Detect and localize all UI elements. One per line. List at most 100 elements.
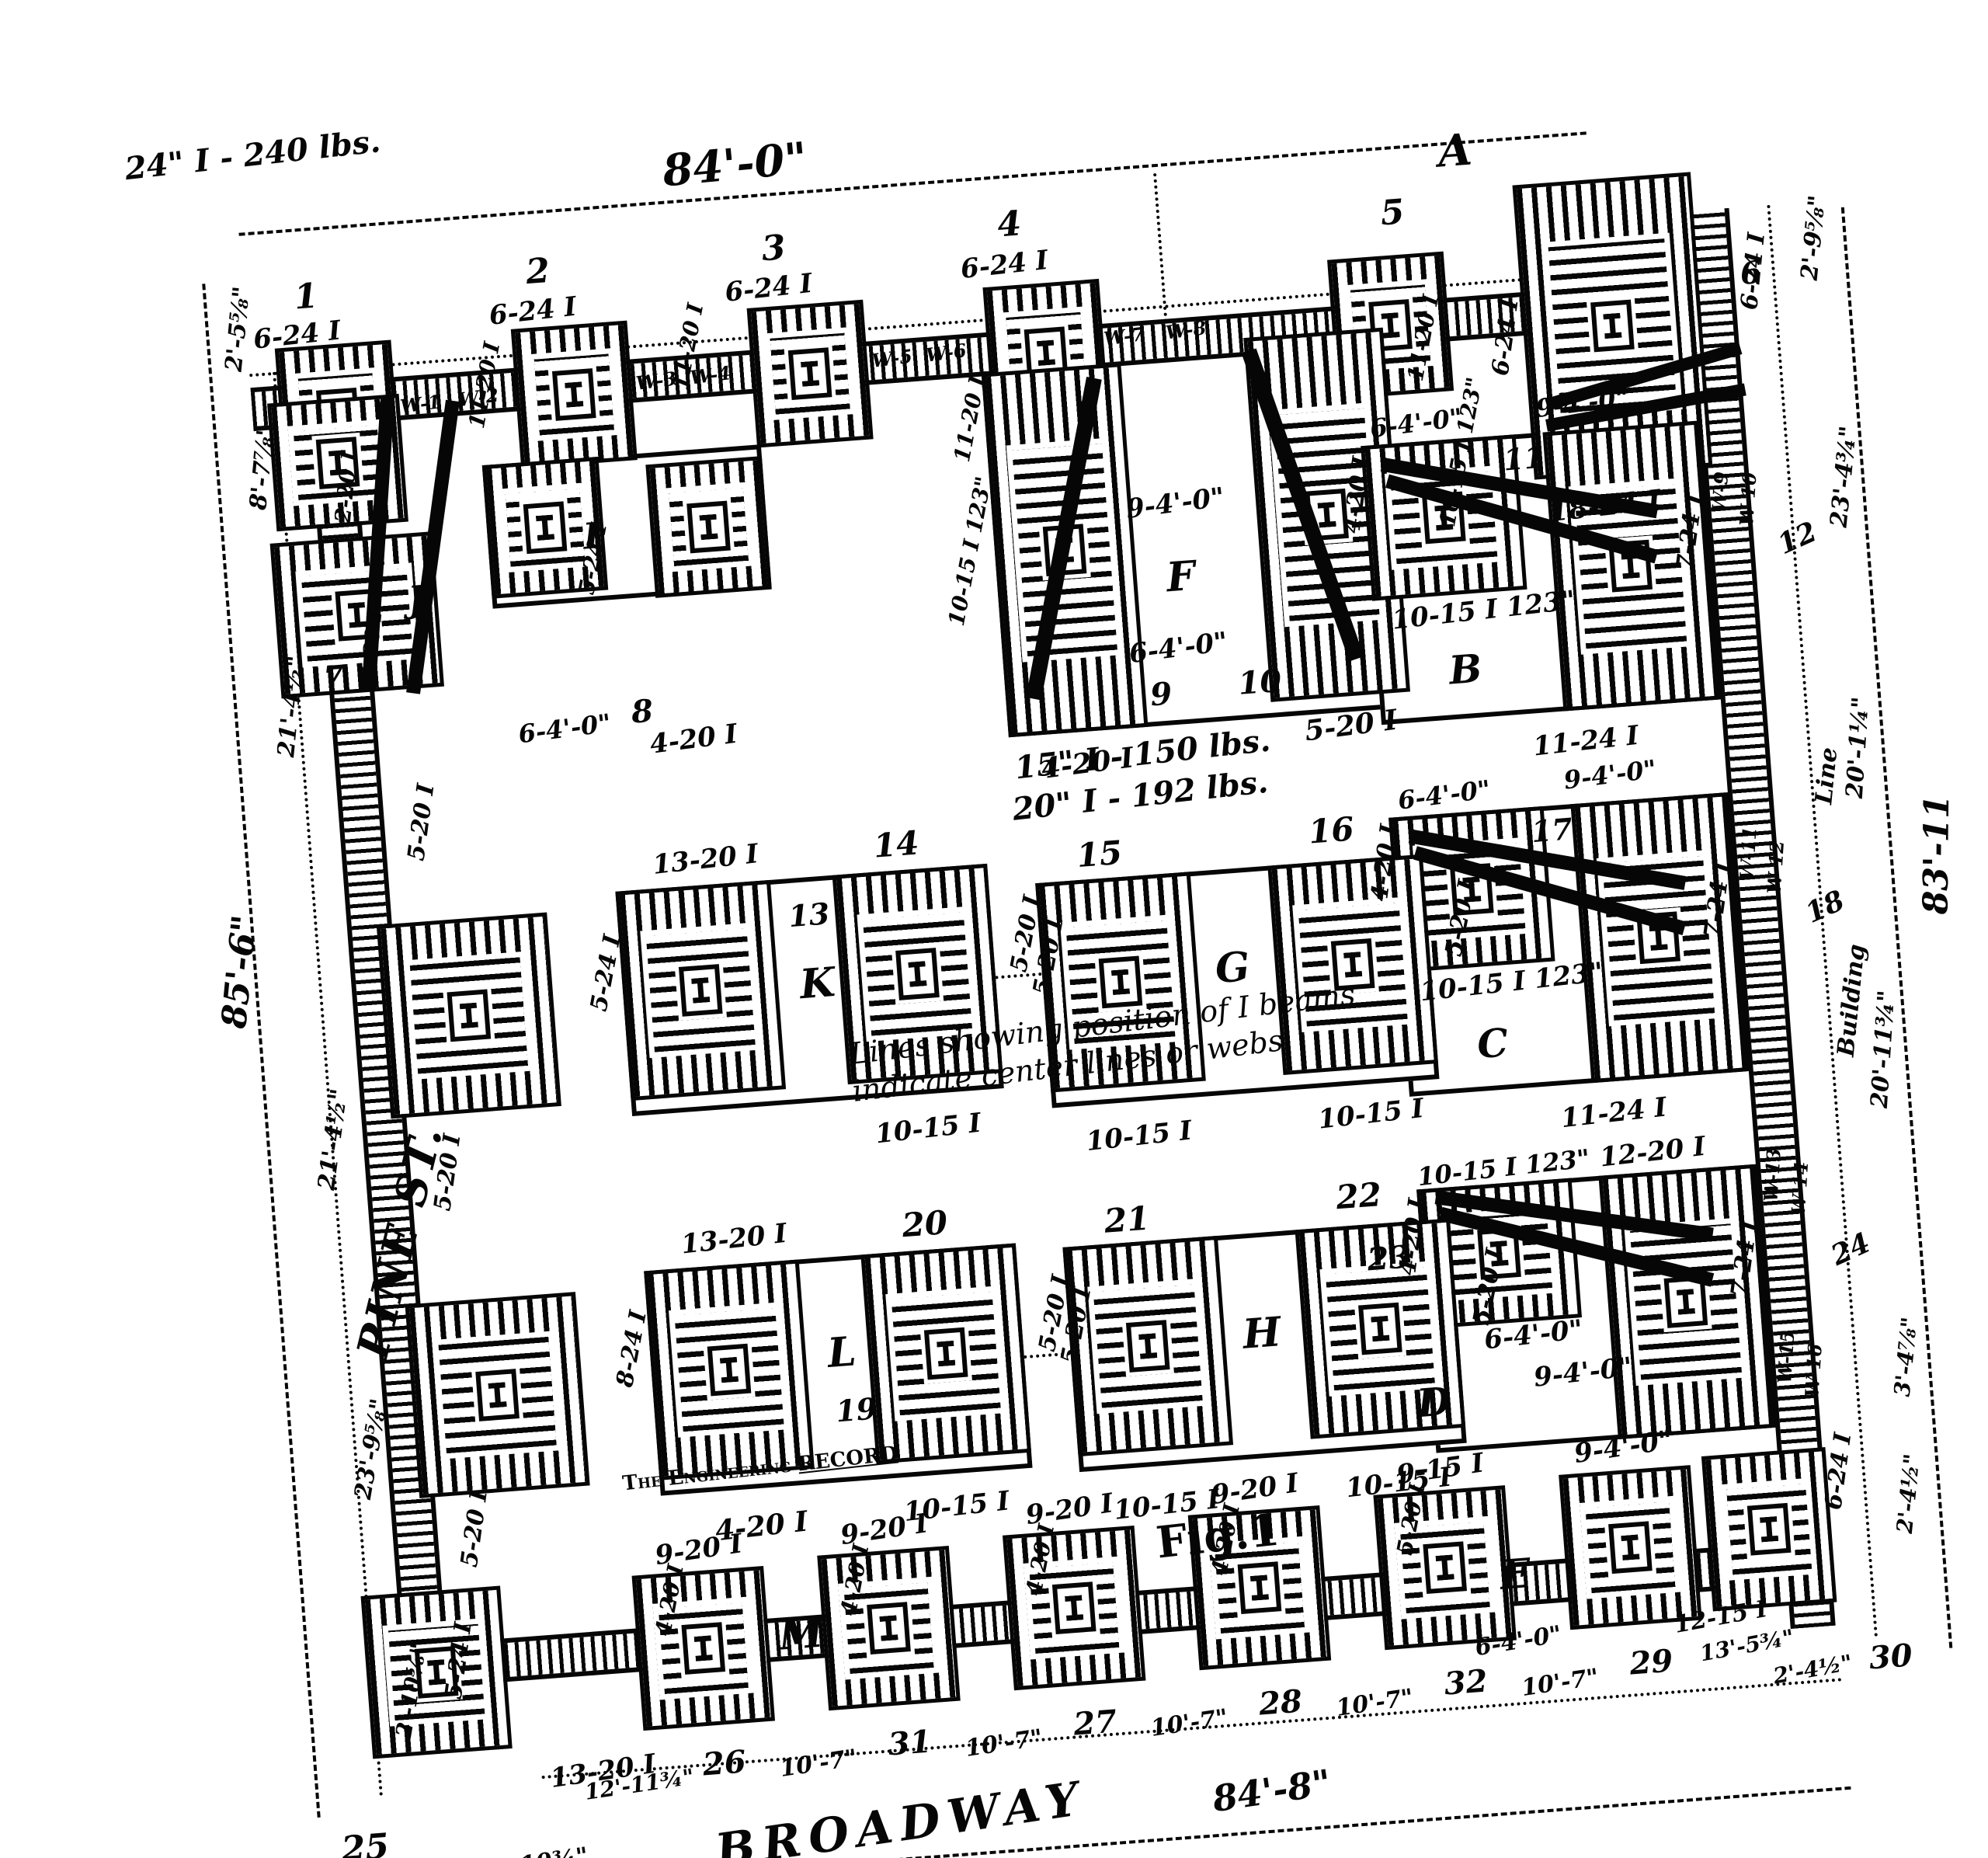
ibeam-section-icon xyxy=(565,381,583,408)
grillage-pad xyxy=(1062,1235,1234,1457)
ibeam-section-icon xyxy=(1037,340,1055,367)
beam-weight-row-24: 24" I - 240 lbs. xyxy=(123,123,383,188)
plan-label: 11-24 I xyxy=(1531,719,1641,763)
plan-label: 22 xyxy=(1334,1175,1383,1217)
grillage-pad xyxy=(1373,1485,1517,1651)
ibeam-section-icon xyxy=(801,360,819,387)
plan-label: 2'-10¾" xyxy=(485,1842,590,1858)
ibeam-section-icon xyxy=(699,514,718,541)
column-base xyxy=(523,501,568,555)
column-base xyxy=(707,1343,752,1397)
plan-label: 5-24 I xyxy=(585,932,627,1014)
plan-label: 25 xyxy=(339,1826,391,1858)
plan-label: 6-24 I xyxy=(1736,231,1771,311)
plan-label: 16 xyxy=(1307,809,1356,851)
plan-label: D xyxy=(1415,1378,1453,1427)
plan-label: W-15 xyxy=(1773,1329,1799,1385)
plan-label: 6-24 I xyxy=(1819,1431,1858,1512)
plan-label: 18 xyxy=(1800,883,1850,930)
plan-label: 10-15 I xyxy=(874,1107,983,1150)
plan-label: 13-20 I xyxy=(679,1217,789,1261)
plan-label: 83'-11 xyxy=(1916,794,1958,915)
column-base xyxy=(447,989,492,1042)
plan-label: Line xyxy=(1810,746,1844,806)
ibeam-section-icon xyxy=(1343,952,1362,978)
plan-label: 27 xyxy=(1072,1703,1118,1743)
plan-label: 12 xyxy=(1772,515,1822,562)
plan-label: 10'-7" xyxy=(1334,1683,1416,1722)
grillage-pad xyxy=(1002,1526,1146,1691)
column-base xyxy=(1098,955,1143,1009)
plan-label: 3 xyxy=(760,228,787,270)
grillage-pad xyxy=(644,1259,815,1480)
ibeam-section-icon xyxy=(1138,1333,1157,1359)
column-base xyxy=(1423,1541,1468,1595)
plan-label: 10-15 I xyxy=(1316,1092,1426,1136)
pad-cross-layer xyxy=(891,1291,1001,1416)
pad-cross-layer xyxy=(1326,1266,1435,1391)
plan-label: 29 xyxy=(1628,1642,1674,1682)
plan-label: 10'-7" xyxy=(778,1744,860,1783)
plan-label: 8 xyxy=(630,692,655,731)
plan-label: 20'-1¼" xyxy=(1840,695,1875,799)
column-base xyxy=(867,1602,911,1654)
figure-caption: Fig.1 xyxy=(1153,1504,1282,1569)
plan-label: 14 xyxy=(872,823,921,865)
plan-label: 10'-7" xyxy=(1149,1703,1230,1742)
plan-label: W-10 xyxy=(1735,471,1761,527)
plan-label: J xyxy=(406,577,427,621)
plan-label: C xyxy=(1475,1019,1510,1068)
ibeam-section-icon xyxy=(488,1382,506,1408)
plan-label: 5-20 I xyxy=(455,1488,493,1569)
plan-label: 31 xyxy=(886,1723,933,1763)
grillage-pad xyxy=(1267,854,1438,1076)
plan-label: W-5 xyxy=(870,344,914,373)
plan-label: K xyxy=(798,959,837,1009)
plan-label: 2'-4½" xyxy=(1891,1452,1925,1535)
plan-label: 11-24 I xyxy=(1559,1091,1669,1135)
plan-label: 21 xyxy=(1103,1199,1152,1240)
plan-label: 10-15 I 123" xyxy=(943,474,997,628)
plan-label: G xyxy=(1213,942,1252,993)
grillage-pad xyxy=(817,1546,961,1711)
ibeam-section-icon xyxy=(1317,502,1336,528)
plan-label: 21'-4½" xyxy=(312,1087,354,1192)
plan-label: 20'-11¾" xyxy=(1865,989,1901,1109)
plan-label: 6-4'-0" xyxy=(516,708,613,750)
plan-label: W-9 xyxy=(1707,471,1733,513)
plan-label: 4-20 I xyxy=(648,718,739,760)
column-base xyxy=(686,500,731,554)
column-base xyxy=(1590,299,1635,353)
plan-label: 1 xyxy=(293,276,320,318)
plan-label: 9 xyxy=(1149,675,1173,714)
grillage-pad xyxy=(860,1243,1032,1464)
column-base xyxy=(1125,1320,1170,1373)
ibeam-section-icon xyxy=(1621,1534,1639,1561)
plan-label: 84'-8" xyxy=(1209,1761,1334,1821)
ibeam-section-icon xyxy=(1250,1574,1269,1601)
ibeam-section-icon xyxy=(720,1357,739,1383)
column-base xyxy=(1051,1581,1097,1634)
ibeam-section-icon xyxy=(1111,969,1130,996)
column-base xyxy=(895,948,940,1000)
plan-label: 10 xyxy=(1236,662,1283,702)
column-base xyxy=(678,964,723,1017)
grillage-pad xyxy=(1701,1447,1837,1612)
pad-cross-layer xyxy=(863,911,972,1036)
plan-label: A xyxy=(1436,124,1474,178)
ibeam-section-icon xyxy=(1371,1316,1389,1342)
grillage-pad xyxy=(510,320,638,469)
grillage-pad xyxy=(360,1585,513,1759)
plan-label: 84'-0" xyxy=(660,132,810,197)
ibeam-section-icon xyxy=(1381,312,1399,339)
grillage-pad xyxy=(1598,1164,1774,1439)
plan-label: 8-24 I xyxy=(611,1308,652,1390)
pad-cross-layer xyxy=(409,957,529,1074)
plan-label: 13-20 I xyxy=(651,838,760,881)
plan-label: 6-24 I xyxy=(487,291,579,332)
ibeam-section-icon xyxy=(1436,1554,1455,1581)
pad-cross-layer xyxy=(506,488,586,567)
plan-label: 13 xyxy=(787,896,831,934)
